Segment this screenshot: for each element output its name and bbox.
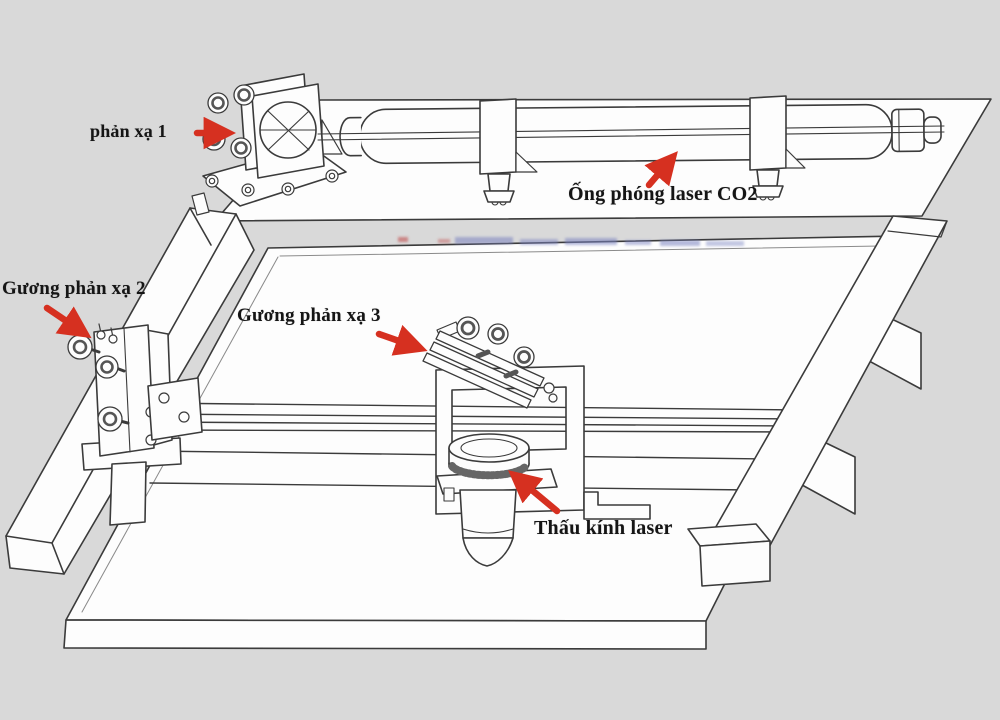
tube-right-nub [923,116,942,144]
label-mirror-2: Gương phản xạ 2 [2,278,146,299]
arrow-lens [508,470,561,515]
tube-right-cap [891,108,925,153]
laser-nozzle [459,489,517,567]
tube-clamp [749,95,806,201]
t-bracket-stem [109,461,147,526]
tube-clamp [479,98,538,206]
mirror-2-assembly [67,323,203,526]
mirror-3-assembly [422,316,558,409]
mirror-1-base-bolts [205,169,339,197]
beam-axis-line [317,131,945,141]
annotation-arrows [43,116,678,515]
focus-lens-ring [448,433,530,480]
label-lens: Thấu kính laser [534,517,673,539]
mirror-2-plate [93,324,155,457]
beam-axis-line [317,125,945,135]
co2-laser-tube [317,95,945,206]
mirror-3-knobs [456,316,535,368]
arrow-mirror2 [43,304,92,339]
arrow-laser-tube [644,151,678,189]
right-rail-beam [687,215,948,587]
label-mirror-3: Gương phản xạ 3 [237,305,381,326]
tube-left-cap [339,116,363,157]
bed-front-face [63,619,707,650]
gantry-connection-bracket [147,377,203,441]
machine-bed [63,235,901,650]
mirror-2-screws [96,323,118,344]
label-mirror-1: phản xạ 1 [90,121,167,141]
right-rail-end-block [699,540,771,587]
carriage-side-step [583,491,651,520]
label-laser-tube: Ống phóng laser CO2 [568,183,758,205]
watermark [398,237,744,246]
arrow-mirror3 [375,324,428,356]
